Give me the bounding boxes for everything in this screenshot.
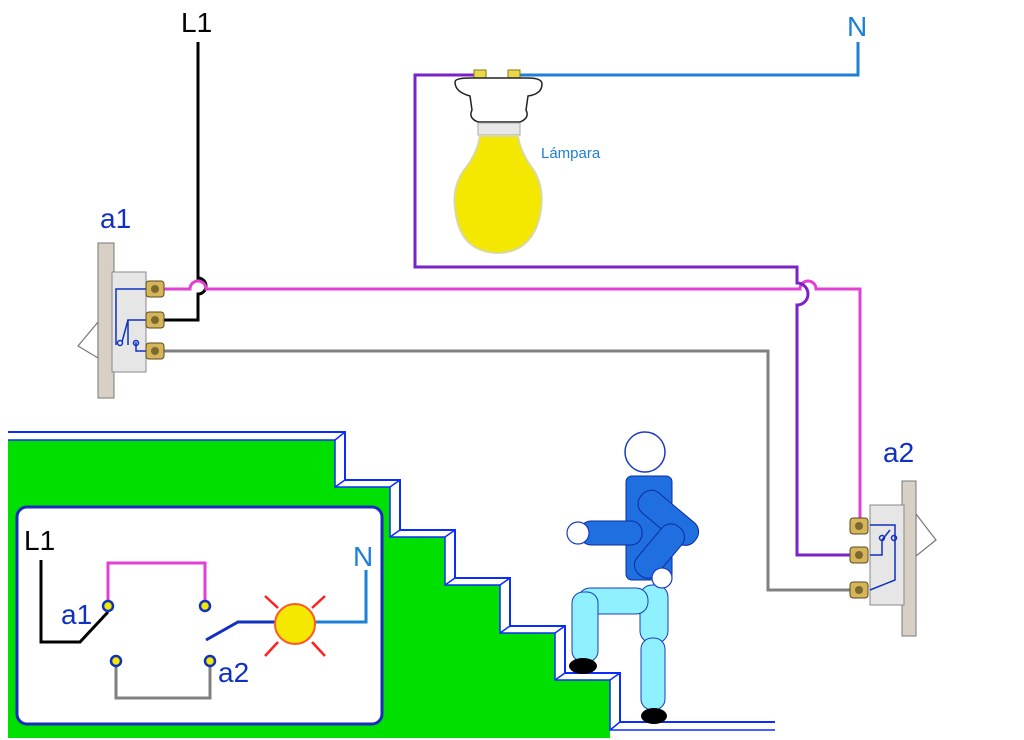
person-back-forearm [634, 523, 685, 579]
lamp-return-wire [413, 73, 858, 557]
wiring [164, 42, 862, 592]
lamp-holder [454, 77, 543, 123]
person-back-shin [640, 637, 666, 711]
switch-a1 [77, 242, 165, 399]
neutral-wire [518, 42, 860, 77]
switch-a1-label: a1 [100, 203, 131, 234]
inset-schematic: L1 N a1 a2 [15, 505, 384, 726]
inset-phase-label: L1 [24, 525, 55, 556]
lamp-base [477, 122, 521, 136]
walking-person [566, 431, 700, 724]
traveler-wire-gray [164, 349, 858, 592]
lamp-bulb [453, 135, 543, 255]
inset-switch1-label: a1 [61, 599, 92, 630]
staircase-outline-inner [8, 439, 775, 731]
person-front-foot [569, 658, 597, 674]
phase-wire [164, 42, 208, 322]
switch-a1-body [111, 271, 147, 373]
person-head [624, 431, 666, 473]
inset-switch2-lever [205, 620, 276, 642]
switch-a2 [849, 480, 937, 637]
switch-a1-rocker [77, 320, 99, 360]
switch-a1-contacts [115, 288, 146, 352]
inset-traveler-magenta [106, 561, 207, 606]
inset-switch2-label: a2 [218, 657, 249, 688]
phase-label: L1 [181, 7, 212, 38]
staircase-outline [8, 431, 775, 723]
lamp-terminal-right [507, 69, 521, 79]
person-back-foot [641, 708, 667, 724]
person-front-shin [571, 591, 599, 663]
switch-a2-contacts [869, 524, 898, 591]
switch-a2-rocker [915, 512, 937, 558]
inset-traveler-gray [114, 661, 212, 700]
lamp: Lámpara [453, 69, 601, 255]
lamp-terminal-left [473, 69, 487, 79]
inset-contacts [101, 599, 217, 668]
traveler-wire-magenta [164, 279, 862, 525]
lamp-label: Lámpara [541, 145, 601, 162]
inset-lamp-symbol [264, 595, 326, 657]
person-front-hand [566, 521, 590, 545]
switch-a2-label: a2 [883, 437, 914, 468]
inset-neutral-wire [314, 570, 368, 624]
person-back-hand [651, 567, 673, 589]
staircase-step-edges [334, 431, 621, 731]
inset-phase-wire [39, 560, 110, 644]
neutral-label: N [847, 11, 867, 42]
inset-frame [15, 505, 384, 726]
inset-neutral-label: N [353, 541, 373, 572]
